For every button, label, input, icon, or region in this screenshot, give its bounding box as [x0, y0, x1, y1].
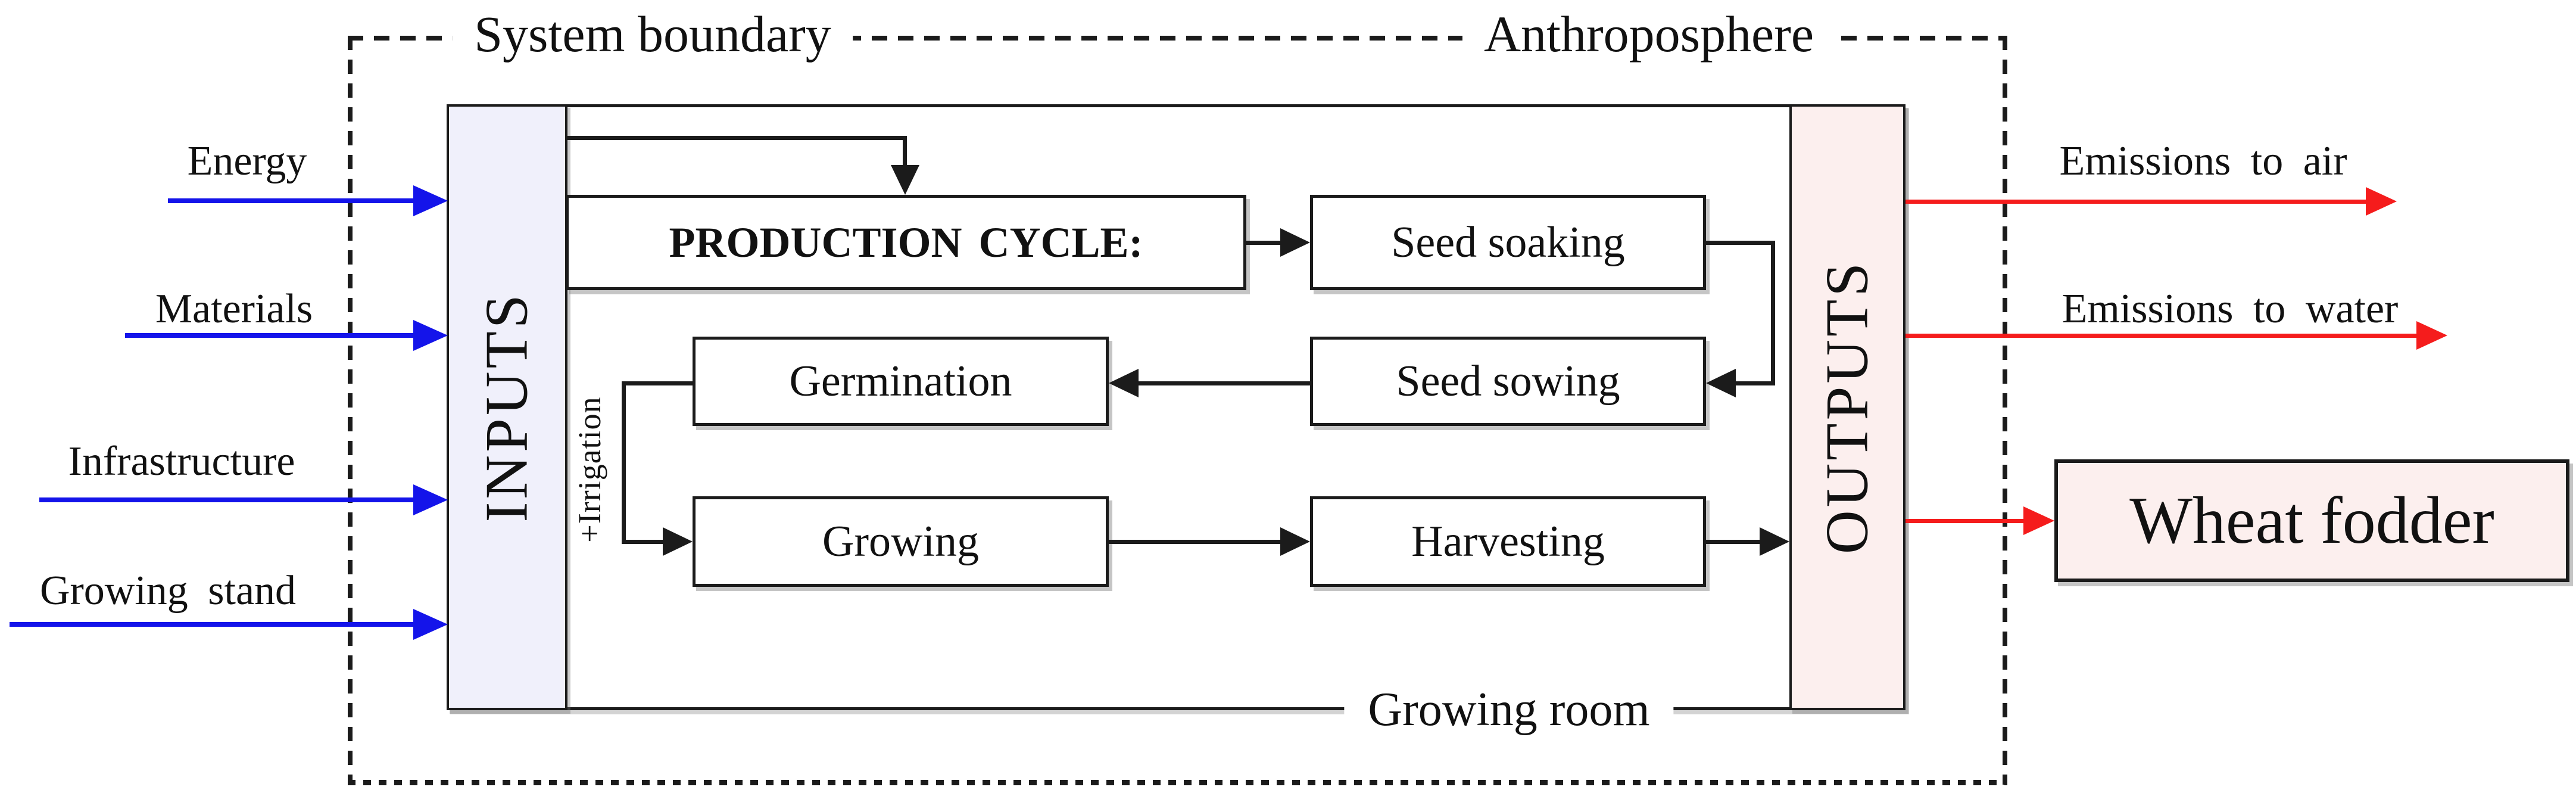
emissions-air-label: Emissions to air	[2059, 138, 2347, 184]
soaking-to-sowing-arrowhead-icon	[1706, 369, 1736, 397]
emissions-air-arrowhead-icon	[2366, 187, 2397, 216]
sowing-to-germination-arrowhead-icon	[1109, 369, 1139, 397]
irrigation-line-v	[622, 381, 626, 544]
system-boundary-label: System boundary	[453, 5, 853, 63]
cycle-to-soaking-arrowhead-icon	[1280, 228, 1310, 257]
irrigation-arrowhead-icon	[663, 527, 693, 556]
cycle-feed-arrowhead-icon	[891, 165, 919, 195]
energy-arrowhead-icon	[413, 185, 448, 216]
system-boundary-top-line	[348, 36, 2007, 41]
soaking-to-sowing-line-h2	[1736, 381, 1775, 385]
growing-stand-arrowhead-icon	[413, 609, 448, 640]
growing-stand-label: Growing stand	[39, 567, 297, 614]
wheat-fodder-arrow-line	[1906, 519, 2023, 523]
system-boundary-bottom-line	[348, 780, 2007, 785]
growing-box: Growing	[693, 496, 1109, 587]
wheat-fodder-label: Wheat fodder	[2129, 483, 2494, 558]
cycle-feed-line-v	[903, 136, 907, 165]
germination-label: Germination	[789, 356, 1012, 406]
seed-soaking-box: Seed soaking	[1310, 195, 1706, 290]
wheat-fodder-arrowhead-icon	[2023, 506, 2054, 535]
emissions-water-arrow-line	[1906, 334, 2416, 338]
germination-box: Germination	[693, 337, 1109, 426]
system-boundary-right-line	[2003, 36, 2007, 785]
system-boundary-left-line	[348, 36, 353, 785]
production-cycle-box: PRODUCTION CYCLE:	[566, 195, 1246, 290]
growing-to-harvesting-line	[1109, 540, 1280, 544]
materials-arrow-line	[125, 333, 413, 338]
materials-label: Materials	[155, 285, 313, 332]
sowing-to-germination-line	[1139, 381, 1310, 385]
inputs-panel	[447, 104, 567, 710]
harvesting-to-outputs-arrowhead-icon	[1760, 527, 1789, 556]
wheat-fodder-box: Wheat fodder	[2054, 459, 2569, 582]
irrigation-label: +Irrigation	[572, 396, 607, 543]
irrigation-line-h2	[622, 540, 663, 544]
inputs-panel-label: INPUTS	[473, 291, 541, 523]
growing-stand-arrow-line	[10, 622, 413, 627]
infrastructure-label: Infrastructure	[68, 438, 295, 484]
seed-sowing-label: Seed sowing	[1396, 356, 1620, 406]
cycle-feed-line-h	[566, 136, 907, 140]
infrastructure-arrow-line	[39, 497, 413, 502]
soaking-to-sowing-line-v	[1771, 241, 1775, 385]
energy-label: Energy	[187, 138, 307, 184]
irrigation-line-h1	[622, 381, 693, 385]
harvesting-box: Harvesting	[1310, 496, 1706, 587]
anthroposphere-label: Anthroposphere	[1462, 5, 1836, 63]
harvesting-label: Harvesting	[1411, 517, 1605, 566]
emissions-water-arrowhead-icon	[2416, 321, 2447, 350]
soaking-to-sowing-line-h1	[1703, 241, 1775, 245]
outputs-panel	[1789, 104, 1906, 710]
cycle-to-soaking-line	[1245, 241, 1280, 245]
growing-to-harvesting-arrowhead-icon	[1280, 527, 1310, 556]
seed-soaking-label: Seed soaking	[1391, 217, 1625, 267]
outputs-panel-label: OUTPUTS	[1813, 259, 1881, 555]
emissions-water-label: Emissions to water	[2062, 285, 2399, 332]
growing-label: Growing	[822, 517, 980, 566]
growing-room-label: Growing room	[1344, 683, 1674, 737]
emissions-air-arrow-line	[1906, 200, 2366, 204]
production-cycle-label: PRODUCTION CYCLE:	[669, 218, 1143, 266]
energy-arrow-line	[168, 198, 413, 203]
seed-sowing-box: Seed sowing	[1310, 337, 1706, 426]
harvesting-to-outputs-line	[1704, 540, 1760, 544]
infrastructure-arrowhead-icon	[413, 484, 448, 515]
materials-arrowhead-icon	[413, 320, 448, 351]
